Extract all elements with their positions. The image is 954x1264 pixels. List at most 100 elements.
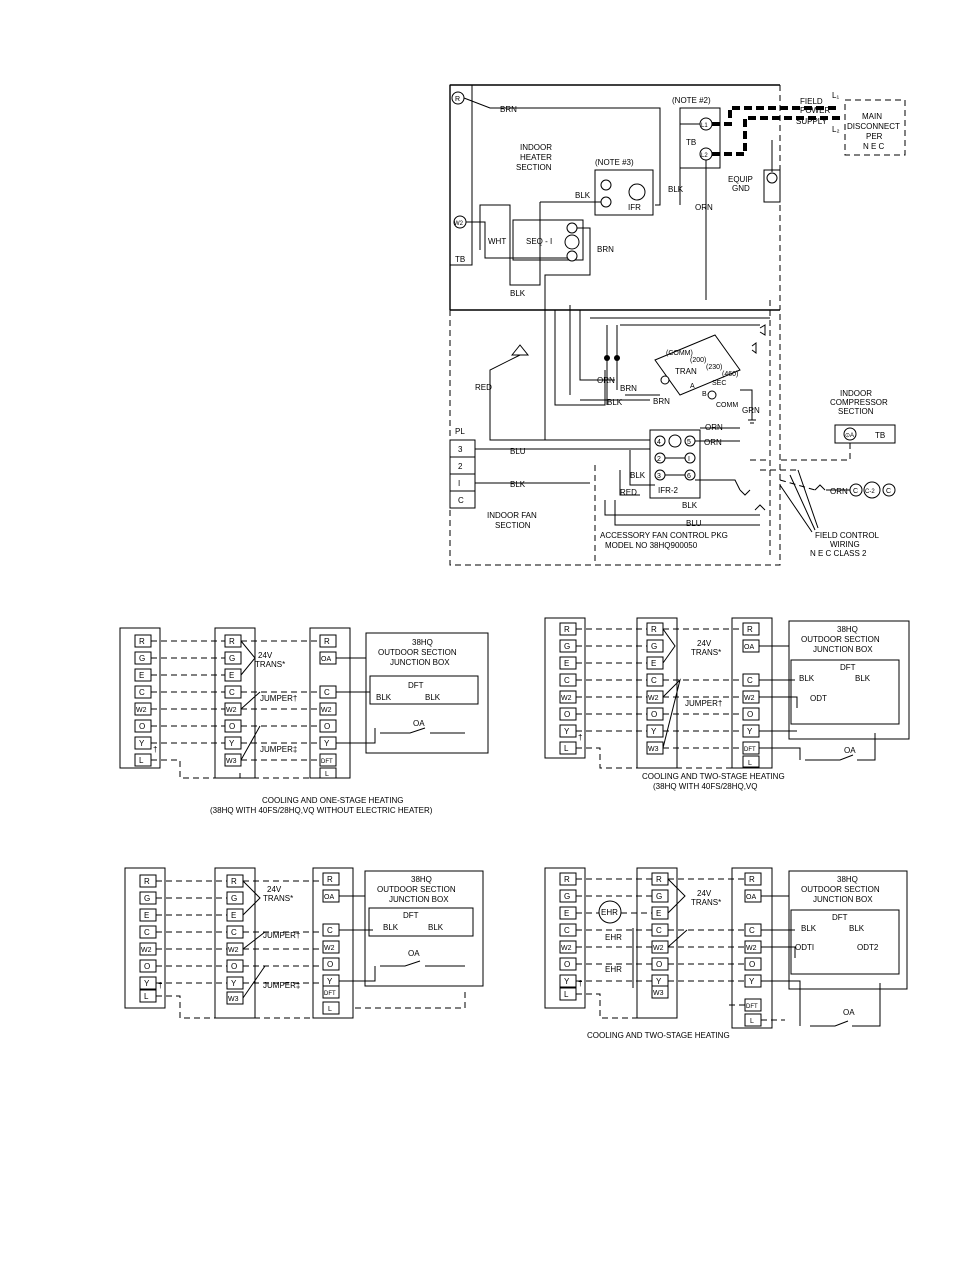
sd4-mid-g: G bbox=[656, 892, 662, 901]
ifr2-term-6: 6 bbox=[687, 473, 691, 480]
sd2-left-e: E bbox=[564, 659, 569, 668]
sd3-right-dft: DFT bbox=[324, 991, 336, 997]
indoor-comp-1: INDOOR bbox=[840, 389, 872, 398]
sd3-dagger: † bbox=[158, 981, 162, 990]
sd4-left-e: E bbox=[564, 909, 569, 918]
main-disconnect-1: MAIN bbox=[862, 112, 882, 121]
tran-comm-label: (COMM) bbox=[666, 350, 693, 357]
sd4-blk-1: BLK bbox=[801, 924, 817, 933]
sd3-mid-r: R bbox=[231, 877, 237, 886]
sd1-left-c: C bbox=[139, 688, 145, 697]
ifr2-box bbox=[649, 429, 701, 499]
blk-wire-label-5: BLK bbox=[510, 480, 526, 489]
sd1-left-e: E bbox=[139, 671, 144, 680]
sd1-right-l: L bbox=[325, 771, 329, 778]
note3-label: (NOTE #3) bbox=[595, 158, 634, 167]
sd1-oa: OA bbox=[413, 719, 425, 728]
sd3-right-oa: OA bbox=[324, 894, 334, 901]
sd4-odt2: ODT2 bbox=[857, 943, 879, 952]
sd1-right-w2: W2 bbox=[321, 707, 332, 714]
c2-chain-1: C bbox=[853, 488, 858, 495]
sd4-mid-y: Y bbox=[656, 977, 662, 986]
sd4-caption: COOLING AND TWO-STAGE HEATING bbox=[587, 1031, 730, 1040]
small-diagram-1: R G E C W2 O Y L R G E C W2 O Y W3 R OA … bbox=[119, 627, 489, 815]
sd3-right-o: O bbox=[327, 960, 333, 969]
sd4-left-g: G bbox=[564, 892, 570, 901]
sd1-trans-2: TRANS* bbox=[255, 660, 285, 669]
sd1-blk-2: BLK bbox=[425, 693, 441, 702]
sd3-left-w2: W2 bbox=[141, 947, 152, 954]
tran-a-label: A bbox=[690, 383, 695, 390]
ifr-box bbox=[594, 169, 654, 216]
sd2-left-g: G bbox=[564, 642, 570, 651]
sd2-left-l: L bbox=[564, 744, 569, 753]
sd1-mid-g: G bbox=[229, 654, 235, 663]
indoor-comp-2: COMPRESSOR bbox=[830, 398, 888, 407]
small-diagram-3: R G E C W2 O Y L R G E C W2 O Y W3 R OA … bbox=[124, 867, 484, 1019]
sd2-odt: ODT bbox=[810, 694, 827, 703]
main-wiring-diagram: R BRN TB W2 INDOOR HEATER SECTION (NOTE … bbox=[449, 84, 906, 566]
sd1-mid-r: R bbox=[229, 637, 235, 646]
sd1-mid-w3: W3 bbox=[226, 758, 237, 765]
sd2-mid-w3: W3 bbox=[648, 746, 659, 753]
sd4-mid-w3: W3 bbox=[653, 990, 664, 997]
sd2-dft: DFT bbox=[840, 663, 856, 672]
sd4-ehr-label-2: EHR bbox=[605, 965, 622, 974]
sd4-mid-o: O bbox=[656, 960, 662, 969]
sd2-right-y: Y bbox=[747, 727, 753, 736]
brn-wire-label-3: BRN bbox=[620, 384, 637, 393]
sd1-trans-1: 24V bbox=[258, 651, 273, 660]
sd4-left-r: R bbox=[564, 875, 570, 884]
tran-label: TRAN bbox=[675, 367, 697, 376]
plug-symbol-2 bbox=[751, 342, 757, 354]
blk-wire-label-6: BLK bbox=[630, 471, 646, 480]
sd4-right-c: C bbox=[749, 926, 755, 935]
heater-section-label-2: HEATER bbox=[520, 153, 552, 162]
sd1-mid-o: O bbox=[229, 722, 235, 731]
field-control-3: N E C CLASS 2 bbox=[810, 549, 867, 558]
ifr2-term-4: 4 bbox=[657, 439, 661, 446]
sd2-mid-y: Y bbox=[651, 727, 657, 736]
ifr2-term-i: I bbox=[688, 456, 690, 463]
sd2-mid-g: G bbox=[651, 642, 657, 651]
sd1-caption-1: COOLING AND ONE-STAGE HEATING bbox=[262, 796, 404, 805]
red-wire-label-1: RED bbox=[475, 383, 492, 392]
sd2-left-c: C bbox=[564, 676, 570, 685]
ifr2-term-5: 5 bbox=[687, 439, 691, 446]
sd3-jumper-1: JUMPER† bbox=[263, 931, 300, 940]
sd2-trans-2: TRANS* bbox=[691, 648, 721, 657]
blk-wire-label-3: BLK bbox=[668, 185, 684, 194]
tb-right-label: TB bbox=[686, 138, 696, 147]
sd3-left-c: C bbox=[144, 928, 150, 937]
plug-symbol-1 bbox=[759, 324, 766, 336]
sd2-blk-2: BLK bbox=[855, 674, 871, 683]
w2-terminal-label: W2 bbox=[454, 221, 464, 227]
blu-wire-label-1: BLU bbox=[510, 447, 526, 456]
field-control-1: FIELD CONTROL bbox=[815, 531, 880, 540]
sd1-jumper-2: JUMPER‡ bbox=[260, 745, 297, 754]
c2-chain-2: C-2 bbox=[865, 489, 875, 495]
sd1-left-o: O bbox=[139, 722, 145, 731]
sd2-right-w2: W2 bbox=[744, 695, 755, 702]
sd3-left-e: E bbox=[144, 911, 149, 920]
ifr2-term-3: 3 bbox=[657, 473, 661, 480]
sd4-ehr-label-1: EHR bbox=[605, 933, 622, 942]
indoor-comp-3: SECTION bbox=[838, 407, 874, 416]
sd3-right-c: C bbox=[327, 926, 333, 935]
sd1-right-dft: DFT bbox=[321, 759, 333, 765]
main-disconnect-box bbox=[844, 99, 906, 156]
sd2-caption-1: COOLING AND TWO-STAGE HEATING bbox=[642, 772, 785, 781]
sd2-junction-1: 38HQ bbox=[837, 625, 858, 634]
sd3-junction-1: 38HQ bbox=[411, 875, 432, 884]
sd2-dagger: † bbox=[578, 733, 582, 742]
sd3-mid-w2: W2 bbox=[228, 947, 239, 954]
brn-wire-label: BRN bbox=[500, 105, 517, 114]
tran-sec-label: SEC bbox=[712, 380, 726, 387]
comp-term-a: ⊙A bbox=[845, 433, 854, 439]
sd3-left-o: O bbox=[144, 962, 150, 971]
tran-b-label: B bbox=[702, 391, 707, 398]
sd4-left-o: O bbox=[564, 960, 570, 969]
sd3-right-r: R bbox=[327, 875, 333, 884]
sd2-jumper: JUMPER† bbox=[685, 699, 722, 708]
sd2-trans-1: 24V bbox=[697, 639, 712, 648]
